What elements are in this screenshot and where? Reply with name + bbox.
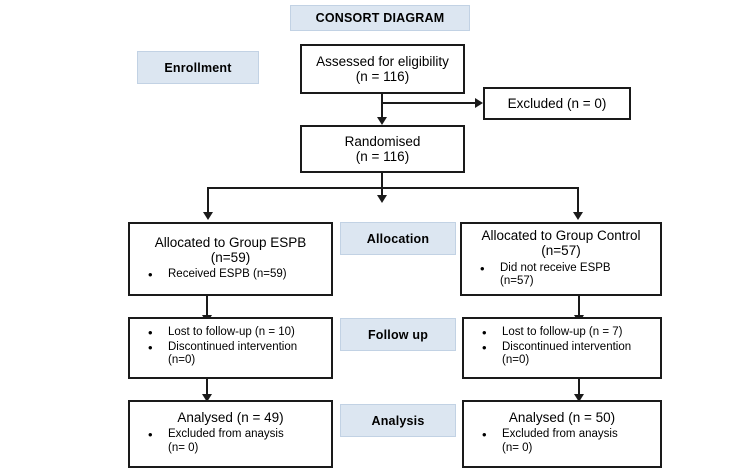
bullet-text: Did not receive ESPB [500, 261, 611, 274]
arrow-split-right [573, 212, 583, 220]
node-analysed-control-line1: Analysed (n = 50) [508, 410, 616, 425]
stage-label-allocation: Allocation [340, 222, 456, 255]
bullet-text: Received ESPB (n=59) [168, 268, 287, 281]
node-analysed-espb-bullets: Excluded from anaysis (n= 0) [130, 427, 331, 456]
node-followup-espb-bullets: Lost to follow-up (n = 10) Discontinued … [130, 325, 331, 369]
bullet-text: Discontinued intervention [168, 340, 298, 353]
node-excluded: Excluded (n = 0) [483, 87, 631, 120]
connector-assessed-to-randomised [381, 94, 383, 117]
node-assessed-line2: (n = 116) [355, 69, 410, 84]
node-followup-control-bullets: Lost to follow-up (n = 7) Discontinued i… [464, 325, 660, 369]
connector-alloc-control-to-followup [578, 296, 580, 318]
arrow-followup-espb-to-analysis [202, 394, 212, 402]
node-analysed-control-text: Analysed (n = 50) [464, 410, 660, 425]
diagram-title-box: CONSORT DIAGRAM [290, 5, 470, 31]
stage-label-analysis-text: Analysis [371, 413, 425, 428]
node-followup-espb: Lost to follow-up (n = 10) Discontinued … [128, 317, 333, 379]
bullet-text: Excluded from anaysis [168, 428, 284, 441]
bullet-text: Lost to follow-up (n = 10) [168, 326, 295, 338]
list-item: Excluded from anaysis (n= 0) [480, 427, 654, 455]
stage-label-allocation-text: Allocation [366, 231, 430, 246]
node-allocated-espb-text: Allocated to Group ESPB (n=59) [130, 235, 331, 265]
arrow-followup-control-to-analysis [574, 394, 584, 402]
stage-label-follow-up: Follow up [340, 318, 456, 351]
node-allocated-espb: Allocated to Group ESPB (n=59) Received … [128, 222, 333, 296]
list-item: Lost to follow-up (n = 7) [480, 325, 654, 340]
node-assessed-for-eligibility: Assessed for eligibility (n = 116) [300, 44, 465, 94]
node-allocated-espb-bullets: Received ESPB (n=59) [130, 267, 331, 283]
diagram-title-text: CONSORT DIAGRAM [315, 11, 445, 25]
connector-followup-control-to-analysis [578, 379, 580, 397]
node-analysed-espb: Analysed (n = 49) Excluded from anaysis … [128, 400, 333, 468]
connector-split-right [577, 187, 579, 215]
node-analysed-control-bullets: Excluded from anaysis (n= 0) [464, 427, 660, 456]
connector-randomised-stem [381, 173, 383, 197]
bullet-text-cont: (n=0) [502, 354, 530, 367]
list-item: Lost to follow-up (n = 10) [146, 325, 325, 340]
node-allocated-control-bullets: Did not receive ESPB (n=57) [462, 261, 660, 290]
arrow-assessed-to-randomised [377, 117, 387, 125]
connector-split-bar [207, 187, 579, 189]
node-assessed-line1: Assessed for eligibility [316, 53, 449, 69]
stage-label-enrollment: Enrollment [137, 51, 259, 84]
node-allocated-control-text: Allocated to Group Control (n=57) [462, 228, 660, 258]
bullet-text-cont: (n= 0) [502, 441, 533, 454]
node-randomised-line1: Randomised [344, 133, 421, 149]
node-analysed-espb-line1: Analysed (n = 49) [177, 410, 284, 425]
stage-label-analysis: Analysis [340, 404, 456, 437]
node-analysed-control: Analysed (n = 50) Excluded from anaysis … [462, 400, 662, 468]
list-item: Excluded from anaysis (n= 0) [146, 427, 325, 455]
stage-label-enrollment-text: Enrollment [164, 60, 232, 75]
arrow-to-excluded [475, 98, 483, 108]
node-allocated-control-line2: (n=57) [541, 243, 581, 259]
bullet-text: Excluded from anaysis [502, 428, 618, 441]
node-followup-control: Lost to follow-up (n = 7) Discontinued i… [462, 317, 662, 379]
connector-followup-espb-to-analysis [206, 379, 208, 397]
bullet-text-cont: (n=57) [500, 275, 534, 288]
arrow-split-left [203, 212, 213, 220]
list-item: Received ESPB (n=59) [146, 267, 325, 282]
arrow-randomised-center [377, 195, 387, 203]
bullet-text-cont: (n= 0) [168, 441, 199, 454]
stage-label-follow-up-text: Follow up [367, 327, 429, 342]
bullet-text-cont: (n=0) [168, 354, 196, 367]
list-item: Discontinued intervention (n=0) [480, 340, 654, 368]
bullet-text: Lost to follow-up (n = 7) [502, 326, 623, 338]
connector-split-left [207, 187, 209, 215]
node-allocated-control: Allocated to Group Control (n=57) Did no… [460, 222, 662, 296]
node-excluded-line1: Excluded (n = 0) [507, 95, 607, 111]
bullet-text: Discontinued intervention [502, 340, 632, 353]
node-randomised-text: Randomised (n = 116) [302, 134, 463, 164]
node-excluded-text: Excluded (n = 0) [485, 96, 629, 111]
node-assessed-text: Assessed for eligibility (n = 116) [302, 54, 463, 84]
node-allocated-espb-line1: Allocated to Group ESPB [154, 235, 307, 251]
node-allocated-espb-line2: (n=59) [210, 250, 251, 266]
node-randomised-line2: (n = 116) [355, 149, 410, 164]
connector-alloc-espb-to-followup [206, 296, 208, 318]
connector-to-excluded [381, 102, 475, 104]
list-item: Discontinued intervention (n=0) [146, 340, 325, 368]
list-item: Did not receive ESPB (n=57) [478, 261, 654, 289]
node-randomised: Randomised (n = 116) [300, 125, 465, 173]
node-allocated-control-line1: Allocated to Group Control [481, 228, 641, 244]
node-analysed-espb-text: Analysed (n = 49) [130, 410, 331, 425]
